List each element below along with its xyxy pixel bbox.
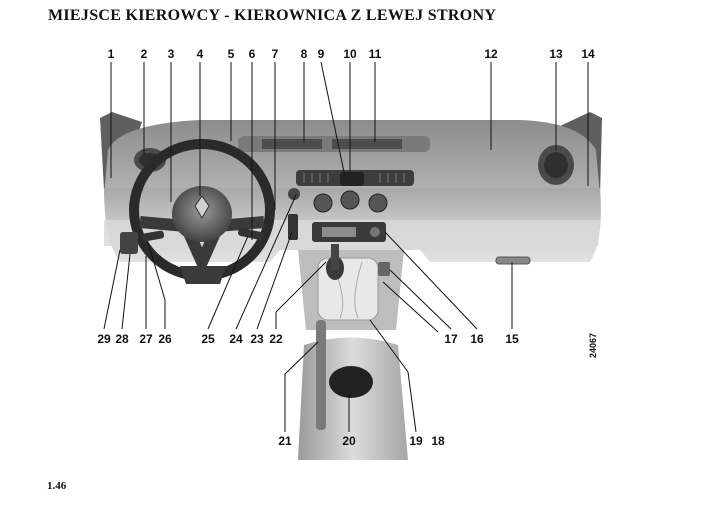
callout-4: 4 [197, 47, 204, 61]
handbrake [316, 320, 326, 430]
leader-lines [103, 61, 589, 433]
figure-code: 24067 [588, 332, 598, 358]
callout-23: 23 [250, 332, 264, 346]
callout-28: 28 [115, 332, 129, 346]
key-card-reader [288, 214, 298, 240]
cup-holder [329, 366, 373, 398]
dashboard-top [104, 120, 600, 196]
right-stalk [238, 227, 264, 241]
callout-20: 20 [342, 434, 356, 448]
callout-26: 26 [158, 332, 172, 346]
callout-19: 19 [409, 434, 423, 448]
page-number: 1.46 [47, 480, 67, 492]
callout-12: 12 [484, 47, 498, 61]
steering-wheel [129, 139, 275, 281]
callouts: 1 2 3 4 5 6 7 8 9 10 11 12 13 14 15 16 1… [97, 47, 595, 448]
callout-10: 10 [343, 47, 357, 61]
callout-25: 25 [201, 332, 215, 346]
ignition-switch [288, 188, 300, 200]
callout-21: 21 [278, 434, 292, 448]
callout-16: 16 [470, 332, 484, 346]
glovebox-handle [495, 256, 531, 265]
callout-9: 9 [318, 47, 325, 61]
console-switch [378, 262, 390, 276]
callout-22: 22 [269, 332, 283, 346]
callout-15: 15 [505, 332, 519, 346]
callout-5: 5 [228, 47, 235, 61]
callout-14: 14 [581, 47, 595, 61]
callout-18: 18 [431, 434, 445, 448]
centre-control-knob [340, 190, 360, 210]
callout-7: 7 [272, 47, 279, 61]
callout-1: 1 [108, 47, 115, 61]
left-switch-panel [120, 232, 138, 254]
callout-17: 17 [444, 332, 458, 346]
callout-2: 2 [141, 47, 148, 61]
callout-3: 3 [168, 47, 175, 61]
hazard-switch [340, 172, 364, 186]
left-control-knob [313, 193, 333, 213]
page-title: MIEJSCE KIEROWCY - KIEROWNICA Z LEWEJ ST… [48, 7, 497, 24]
callout-29: 29 [97, 332, 111, 346]
callout-6: 6 [249, 47, 256, 61]
callout-27: 27 [139, 332, 153, 346]
right-control-knob [368, 193, 388, 213]
callout-11: 11 [369, 47, 382, 61]
left-stalk [141, 230, 165, 242]
callout-24: 24 [229, 332, 243, 346]
callout-8: 8 [301, 47, 308, 61]
callout-13: 13 [549, 47, 563, 61]
